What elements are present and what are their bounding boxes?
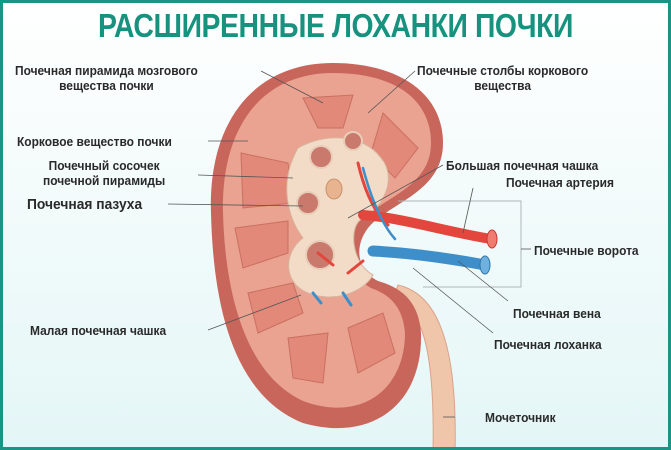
leader-lines xyxy=(167,70,531,418)
label-ureter: Мочеточник xyxy=(485,410,556,425)
renal-vein xyxy=(311,166,491,307)
label-minor-calyx: Малая почечная чашка xyxy=(30,323,167,338)
label-renal-hilum: Почечные ворота xyxy=(534,243,639,258)
label-renal-papilla: Почечный сосочек почечной пирамиды xyxy=(43,158,166,188)
label-major-calyx: Большая почечная чашка xyxy=(446,158,599,173)
label-cortex: Корковое вещество почки xyxy=(17,134,172,149)
renal-artery xyxy=(316,161,496,275)
label-renal-pelvis: Почечная лоханка xyxy=(494,337,602,352)
label-renal-vein: Почечная вена xyxy=(513,306,601,321)
label-renal-columns: Почечные столбы коркового вещества xyxy=(417,63,589,93)
diagram-title: РАСШИРЕННЫЕ ЛОХАНКИ ПОЧКИ xyxy=(98,7,573,44)
hilum-bracket xyxy=(398,200,522,288)
sinus-opening xyxy=(325,178,343,200)
label-renal-sinus: Почечная пазуха xyxy=(27,196,143,213)
label-renal-artery: Почечная артерия xyxy=(506,175,614,190)
kidney-illustration xyxy=(167,63,531,447)
label-renal-pyramid: Почечная пирамида мозгового вещества поч… xyxy=(15,63,198,93)
